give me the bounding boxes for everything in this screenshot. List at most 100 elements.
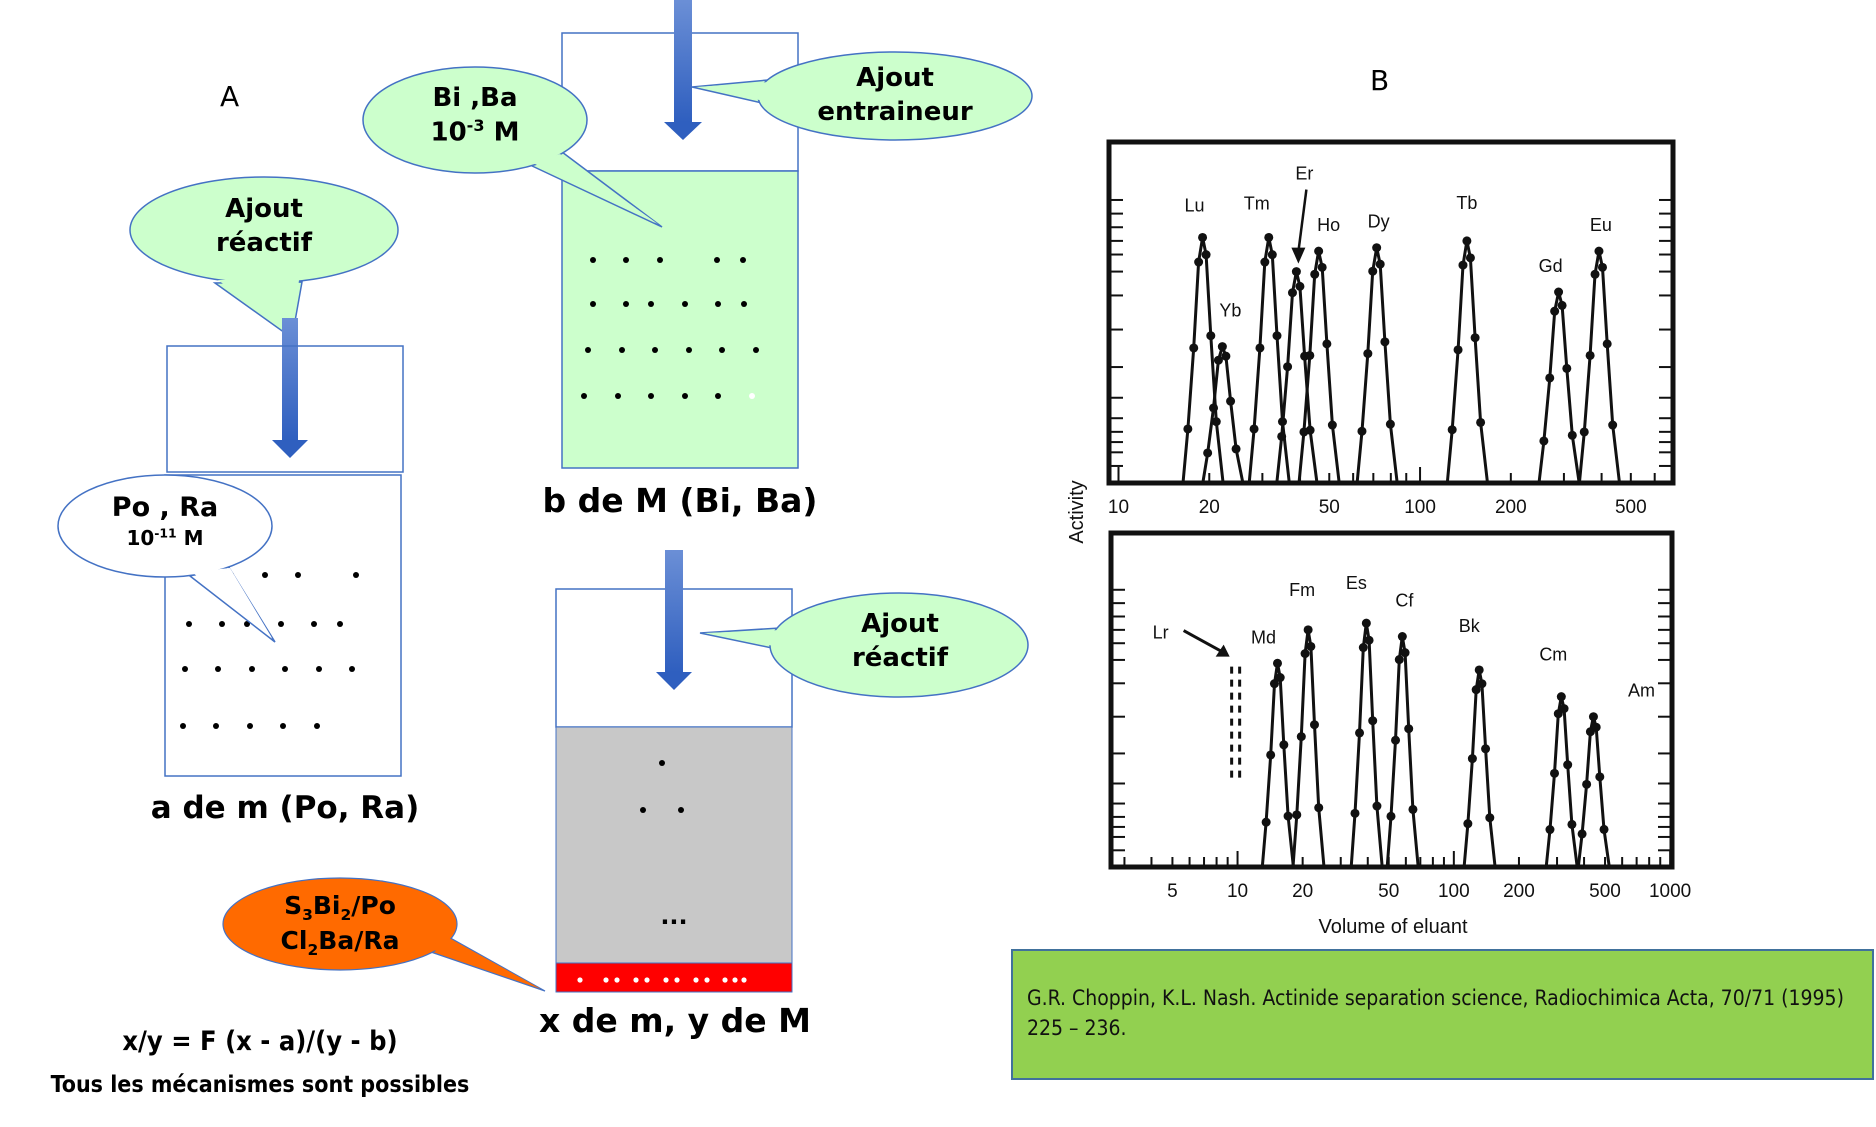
conc-exp: -3 — [466, 115, 485, 135]
beaker-result-precipitate — [555, 962, 793, 993]
carrier-dot — [581, 393, 587, 399]
data-point — [1358, 643, 1368, 653]
data-point — [1372, 801, 1382, 811]
data-point — [1375, 259, 1385, 269]
carrier-dot — [585, 347, 591, 353]
panel-letter-a: A — [220, 80, 240, 113]
x-tick-label: 500 — [1589, 881, 1621, 902]
data-point — [1556, 692, 1566, 702]
data-point — [1361, 618, 1371, 628]
beaker-left-label: a de m (Po, Ra) — [150, 790, 420, 826]
data-point — [1363, 349, 1373, 359]
data-point — [1567, 819, 1577, 829]
data-point — [1264, 232, 1274, 242]
data-point — [1394, 655, 1404, 665]
data-point — [1211, 417, 1221, 427]
trace-dot — [182, 666, 188, 672]
carrier-dot — [714, 257, 720, 263]
peak-label: Cm — [1539, 645, 1567, 665]
trace-dot — [314, 723, 320, 729]
data-point — [1261, 817, 1271, 827]
trace-dot — [316, 666, 322, 672]
callout-reagent-left-text: Ajout réactif — [164, 193, 364, 261]
callout-carrier-conc — [362, 66, 663, 228]
data-point — [1283, 811, 1293, 821]
carrier-dot — [682, 301, 688, 307]
callout-reagent-middle-text: Ajout réactif — [800, 608, 1000, 676]
data-point — [1397, 632, 1407, 642]
precipitate-dot — [732, 977, 738, 983]
carrier-dot — [652, 347, 658, 353]
mechanism-note: Tous les mécanismes sont possibles — [50, 1072, 470, 1098]
trace-dot — [249, 666, 255, 672]
data-point — [1317, 262, 1327, 272]
peak-curve-dy — [1355, 246, 1399, 484]
data-point — [1201, 250, 1211, 260]
data-point — [1471, 685, 1481, 695]
data-point — [1545, 373, 1555, 383]
panel-letter-b: B — [1370, 64, 1390, 97]
arrow-icon — [1215, 644, 1230, 657]
formula-part: Bi — [312, 891, 341, 920]
data-point — [1562, 363, 1572, 373]
data-point — [1563, 760, 1573, 770]
callout-reagent-left — [129, 176, 399, 340]
x-tick-label: 200 — [1495, 497, 1527, 518]
data-point — [1577, 829, 1587, 839]
data-point — [1590, 269, 1600, 279]
data-point — [1588, 712, 1598, 722]
callout-line: réactif — [851, 642, 949, 673]
data-point — [1314, 246, 1324, 256]
data-point — [1554, 287, 1564, 297]
peak-label: Cf — [1395, 591, 1414, 611]
data-point — [1260, 257, 1270, 267]
peak-curve-tm — [1247, 236, 1291, 484]
data-point — [1380, 337, 1390, 347]
data-point — [1368, 266, 1378, 276]
peak-curve-gd — [1537, 290, 1581, 484]
data-point — [1277, 431, 1287, 441]
carrier-dot — [686, 347, 692, 353]
trace-dot — [186, 621, 192, 627]
beaker-carrier-solution — [561, 170, 799, 469]
concentration: 10-11 M — [65, 525, 265, 551]
carrier-dot — [740, 257, 746, 263]
data-point — [1557, 300, 1567, 310]
peak-label: Gd — [1539, 256, 1563, 276]
data-point — [1453, 345, 1463, 355]
data-point — [1310, 269, 1320, 279]
x-tick-label: 10 — [1108, 497, 1129, 518]
data-point — [1545, 825, 1555, 835]
precipitate-dot — [644, 977, 650, 983]
formula-part: /Po — [351, 891, 396, 920]
callout-line: Po , Ra — [111, 492, 219, 523]
citation-text: G.R. Choppin, K.L. Nash. Actinide separa… — [1027, 986, 1844, 1041]
data-point — [1602, 339, 1612, 349]
x-tick-label: 10 — [1227, 881, 1248, 902]
carrier-dot — [623, 257, 629, 263]
precipitate-dot — [577, 977, 583, 983]
x-tick-label: 100 — [1438, 881, 1470, 902]
trace-dot — [280, 723, 286, 729]
trace-dot — [349, 666, 355, 672]
data-point — [1303, 625, 1313, 635]
data-point — [1292, 810, 1302, 820]
conc-exp: -11 — [154, 525, 177, 541]
peak-label: Bk — [1459, 616, 1481, 636]
peak-label: Ho — [1317, 215, 1340, 235]
peak-curve-fm — [1291, 628, 1326, 868]
data-point — [1553, 709, 1563, 719]
plot-frame — [1108, 530, 1675, 870]
formula-part: Ba/Ra — [318, 926, 400, 956]
trace-dot — [337, 621, 343, 627]
data-point — [1194, 257, 1204, 267]
callout-trace-left-text: Po , Ra 10-11 M — [65, 490, 265, 551]
trace-dot — [262, 572, 268, 578]
carrier-dot — [719, 347, 725, 353]
data-point — [1327, 420, 1337, 430]
trace-dot — [247, 723, 253, 729]
data-point — [1585, 350, 1595, 360]
callout-line: réactif — [215, 227, 313, 258]
arrow-icon — [1297, 189, 1308, 252]
